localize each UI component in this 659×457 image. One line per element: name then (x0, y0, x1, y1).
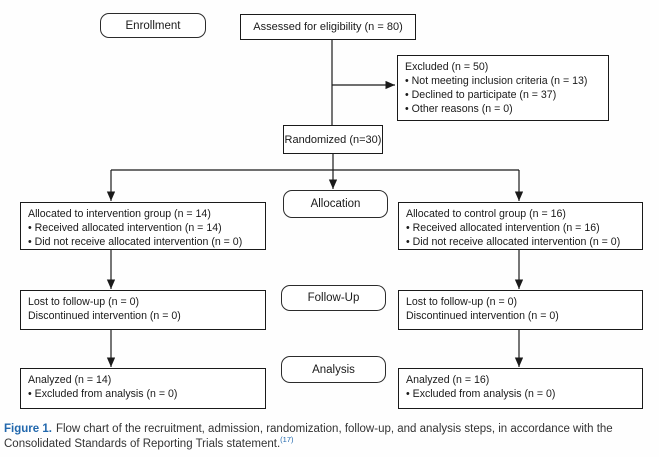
analyzed-control-box: Analyzed (n = 16) • Excluded from analys… (398, 368, 643, 409)
allocated-intervention-title: Allocated to intervention group (n = 14) (28, 208, 211, 220)
figure-caption-text: Flow chart of the recruitment, admission… (4, 423, 613, 451)
figure-caption-reference: (17) (280, 435, 294, 445)
followup-control-title: Lost to follow-up (n = 0) (406, 296, 517, 308)
assessed-eligibility-box: Assessed for eligibility (n = 80) (240, 14, 416, 40)
allocated-control-item: • Received allocated intervention (n = 1… (406, 222, 600, 235)
followup-control-item: Discontinued intervention (n = 0) (406, 310, 559, 323)
figure-caption: Figure 1.Flow chart of the recruitment, … (4, 422, 652, 452)
allocated-control-item: • Did not receive allocated intervention… (406, 236, 621, 249)
analyzed-intervention-title: Analyzed (n = 14) (28, 374, 112, 386)
analyzed-control-title: Analyzed (n = 16) (406, 374, 490, 386)
analyzed-control-item: • Excluded from analysis (n = 0) (406, 388, 556, 401)
stage-label-follow-up: Follow-Up (281, 285, 386, 311)
stage-label-enrollment: Enrollment (100, 13, 206, 38)
allocated-intervention-box: Allocated to intervention group (n = 14)… (20, 202, 266, 250)
excluded-title: Excluded (n = 50) (405, 61, 489, 73)
followup-control-box: Lost to follow-up (n = 0) Discontinued i… (398, 290, 643, 330)
stage-label-allocation: Allocation (283, 190, 388, 218)
excluded-box: Excluded (n = 50) • Not meeting inclusio… (397, 55, 609, 121)
randomized-box: Randomized (n=30) (283, 125, 383, 154)
stage-label-analysis: Analysis (281, 356, 386, 383)
followup-intervention-item: Discontinued intervention (n = 0) (28, 310, 181, 323)
followup-intervention-title: Lost to follow-up (n = 0) (28, 296, 139, 308)
analyzed-intervention-box: Analyzed (n = 14) • Excluded from analys… (20, 368, 266, 409)
followup-intervention-box: Lost to follow-up (n = 0) Discontinued i… (20, 290, 266, 330)
excluded-item: • Declined to participate (n = 37) (405, 89, 557, 102)
figure-caption-label: Figure 1. (4, 423, 52, 435)
allocated-intervention-item: • Did not receive allocated intervention… (28, 236, 243, 249)
allocated-control-title: Allocated to control group (n = 16) (406, 208, 566, 220)
excluded-item: • Other reasons (n = 0) (405, 103, 513, 116)
excluded-item: • Not meeting inclusion criteria (n = 13… (405, 75, 588, 88)
allocated-intervention-item: • Received allocated intervention (n = 1… (28, 222, 222, 235)
allocated-control-box: Allocated to control group (n = 16) • Re… (398, 202, 643, 250)
analyzed-intervention-item: • Excluded from analysis (n = 0) (28, 388, 178, 401)
